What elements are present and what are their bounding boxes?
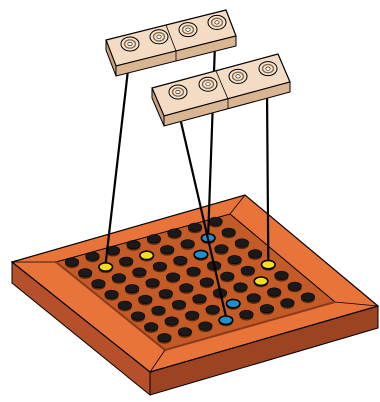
- peg: [166, 273, 180, 283]
- tile-stud: [259, 62, 277, 76]
- peg: [172, 300, 186, 310]
- peg: [228, 255, 242, 265]
- lego-tile-four-studs-icon: [152, 54, 290, 126]
- peg: [147, 235, 161, 245]
- peg: [193, 294, 207, 304]
- peg: [153, 262, 167, 272]
- peg: [181, 240, 195, 250]
- tile-stud: [199, 77, 217, 91]
- tile-stud: [208, 15, 226, 29]
- peg: [185, 311, 199, 321]
- peg: [241, 266, 255, 276]
- peg: [139, 295, 153, 305]
- peg: [112, 274, 126, 284]
- yellow-peg: [140, 251, 154, 261]
- blue-peg: [226, 299, 240, 309]
- peg: [146, 279, 160, 289]
- tile-stud: [150, 30, 168, 44]
- peg: [165, 317, 179, 327]
- blue-peg: [194, 250, 208, 260]
- peg: [267, 288, 281, 298]
- peg: [247, 294, 261, 304]
- peg: [78, 269, 92, 279]
- peg: [215, 245, 229, 255]
- blue-peg: [219, 316, 233, 326]
- peg: [275, 271, 289, 281]
- peg: [127, 240, 141, 250]
- peg: [133, 268, 147, 278]
- peg: [65, 258, 79, 268]
- tile-stud: [121, 37, 139, 51]
- peg: [199, 322, 213, 332]
- connector-line: [267, 90, 268, 261]
- yellow-peg: [99, 263, 113, 273]
- peg: [159, 289, 173, 299]
- peg: [200, 278, 214, 288]
- peg: [118, 301, 132, 311]
- peg: [158, 333, 172, 343]
- yellow-peg: [262, 260, 276, 270]
- peg: [187, 267, 201, 277]
- peg: [301, 293, 315, 303]
- tile-stud: [229, 69, 247, 83]
- peg: [222, 228, 236, 238]
- peg: [221, 272, 235, 282]
- peg: [86, 252, 100, 262]
- peg: [248, 250, 262, 260]
- peg: [178, 328, 192, 338]
- peg: [125, 284, 139, 294]
- peg: [168, 229, 182, 239]
- yellow-peg: [254, 277, 268, 287]
- peg: [209, 217, 223, 227]
- peg: [206, 305, 220, 315]
- peg: [119, 257, 133, 267]
- peg: [144, 323, 158, 333]
- peg: [235, 239, 249, 249]
- lego-tile-four-studs-icon: [106, 10, 236, 76]
- peg: [105, 290, 119, 300]
- peg: [234, 283, 248, 293]
- peg: [260, 304, 274, 314]
- peg: [188, 223, 202, 233]
- peg: [240, 310, 254, 320]
- peg: [131, 312, 145, 322]
- peg: [174, 256, 188, 266]
- peg: [92, 279, 106, 289]
- peg: [160, 245, 174, 255]
- tile-stud: [169, 85, 187, 99]
- peg: [281, 299, 295, 309]
- peg: [152, 306, 166, 316]
- tile-stud: [179, 23, 197, 37]
- peg: [180, 284, 194, 294]
- square-peg-board: [12, 195, 378, 395]
- peg: [288, 282, 302, 292]
